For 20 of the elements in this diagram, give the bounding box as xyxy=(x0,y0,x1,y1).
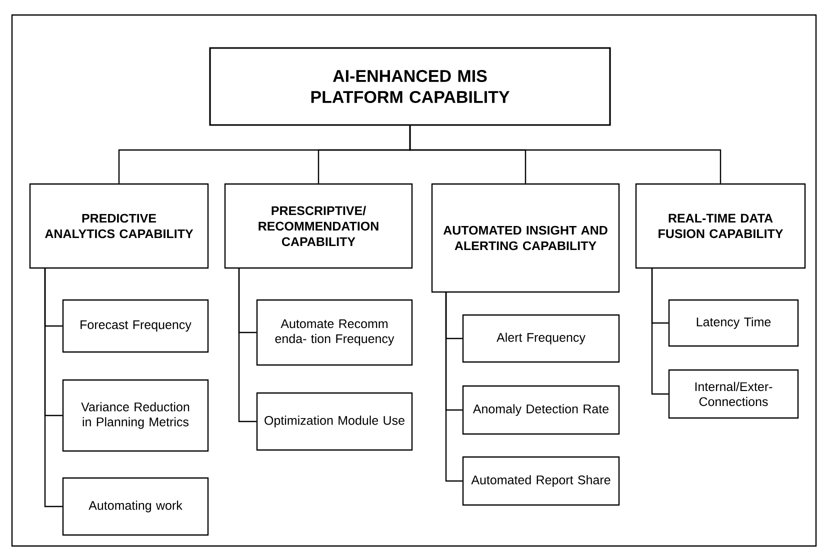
connector xyxy=(445,292,462,482)
connector xyxy=(651,268,668,395)
category-box: REAL-TIME DATA FUSION CAPABILITY xyxy=(635,183,806,269)
metric-box: Anomaly Detection Rate xyxy=(462,385,620,435)
metric-box: Latency Time xyxy=(668,299,799,347)
metric-box: Variance Reduction in Planning Metrics xyxy=(62,379,209,452)
metric-box: Internal/Exter- Connections xyxy=(668,369,799,419)
metric-box: Alert Frequency xyxy=(462,314,620,363)
connector xyxy=(238,268,256,422)
metric-box: Automated Report Share xyxy=(462,456,620,506)
metric-box: Optimization Module Use xyxy=(256,392,413,451)
category-box: PRESCRIPTIVE/ RECOMMENDATION CAPABILITY xyxy=(224,183,413,269)
category-box: AUTOMATED INSIGHT AND ALERTING CAPABILITY xyxy=(431,183,620,293)
connector xyxy=(409,126,722,184)
metric-box: Forecast Frequency xyxy=(62,299,209,353)
title-box: AI-ENHANCED MIS PLATFORM CAPABILITY xyxy=(209,47,611,126)
connector xyxy=(44,268,62,508)
metric-box: Automating work xyxy=(62,477,209,536)
metric-box: Automate Recomm enda- tion Frequency xyxy=(256,299,413,366)
category-box: PREDICTIVE ANALYTICS CAPABILITY xyxy=(29,183,209,269)
